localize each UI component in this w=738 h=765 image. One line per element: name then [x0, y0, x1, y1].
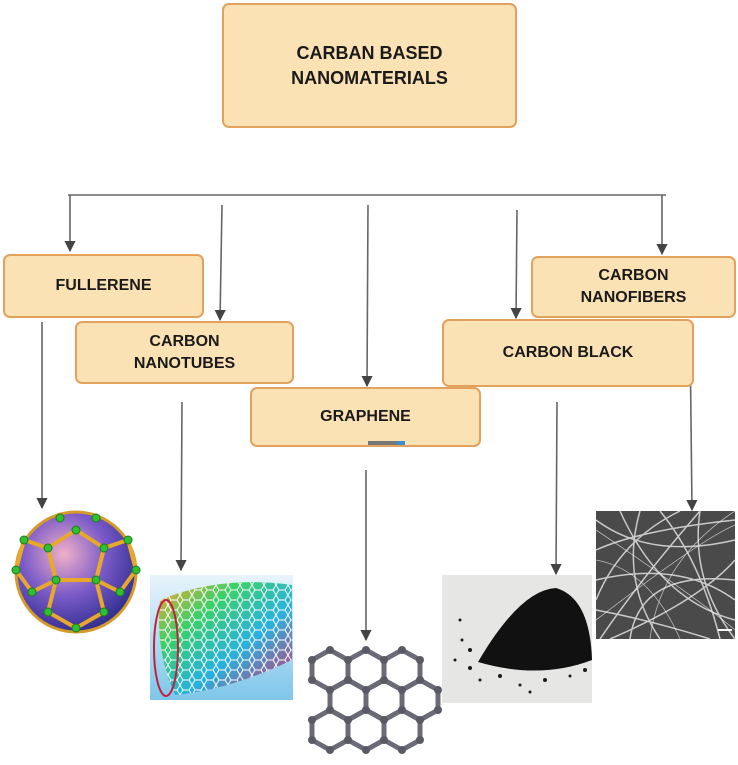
root-node: CARBAN BASED NANOMATERIALS — [222, 3, 517, 128]
arrow-to-graphene — [361, 204, 373, 388]
node-fullerene: FULLERENE — [3, 254, 204, 318]
node-carbon-nanofibers: CARBON NANOFIBERS — [531, 256, 736, 318]
arrow-carbon-black-image — [550, 401, 562, 576]
arrow-to-carbon-black — [510, 209, 522, 320]
node-carbon-black: CARBON BLACK — [442, 319, 694, 387]
arrow-nanotubes-image — [175, 401, 187, 572]
node-graphene: GRAPHENE — [250, 387, 481, 447]
arrow-to-nanotubes — [214, 204, 226, 322]
node-carbon-nanotubes: CARBON NANOTUBES — [75, 321, 294, 384]
graphene-scale-bar — [368, 441, 405, 445]
